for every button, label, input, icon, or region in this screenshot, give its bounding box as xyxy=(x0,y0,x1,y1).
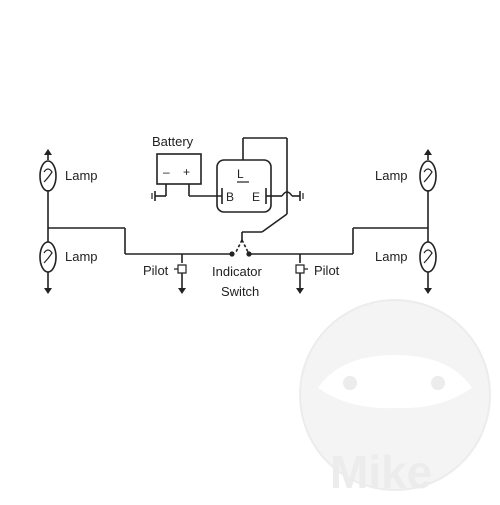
pilot-label: Pilot xyxy=(314,263,340,278)
right-lamp-bus xyxy=(249,149,432,294)
battery-label: Battery xyxy=(152,134,194,149)
flasher-e-terminal: E xyxy=(252,190,260,204)
switch-label-line1: Indicator xyxy=(212,264,263,279)
indicator-switch: Indicator Switch xyxy=(212,239,263,299)
pilot-left: Pilot xyxy=(143,254,187,294)
lamp-top-right: Lamp xyxy=(375,160,437,192)
battery-minus: – xyxy=(163,165,170,179)
battery: Battery – + xyxy=(151,134,222,201)
watermark-text: Mike xyxy=(330,446,432,498)
lamp-label: Lamp xyxy=(375,249,408,264)
flasher-unit: L B E xyxy=(216,137,304,240)
pilot-label: Pilot xyxy=(143,263,169,278)
pilot-right: Pilot xyxy=(295,254,340,294)
watermark-logo: Mike xyxy=(299,299,491,498)
lamp-top-left: Lamp xyxy=(39,160,98,192)
lamp-label: Lamp xyxy=(65,168,98,183)
lamp-bottom-right: Lamp xyxy=(375,241,437,273)
lamp-bottom-left: Lamp xyxy=(39,241,98,273)
left-lamp-bus xyxy=(44,149,232,294)
lamp-label: Lamp xyxy=(375,168,408,183)
battery-plus: + xyxy=(183,165,190,179)
flasher-l-terminal: L xyxy=(237,167,244,181)
switch-label-line2: Switch xyxy=(221,284,259,299)
lamp-label: Lamp xyxy=(65,249,98,264)
flasher-b-terminal: B xyxy=(226,190,234,204)
